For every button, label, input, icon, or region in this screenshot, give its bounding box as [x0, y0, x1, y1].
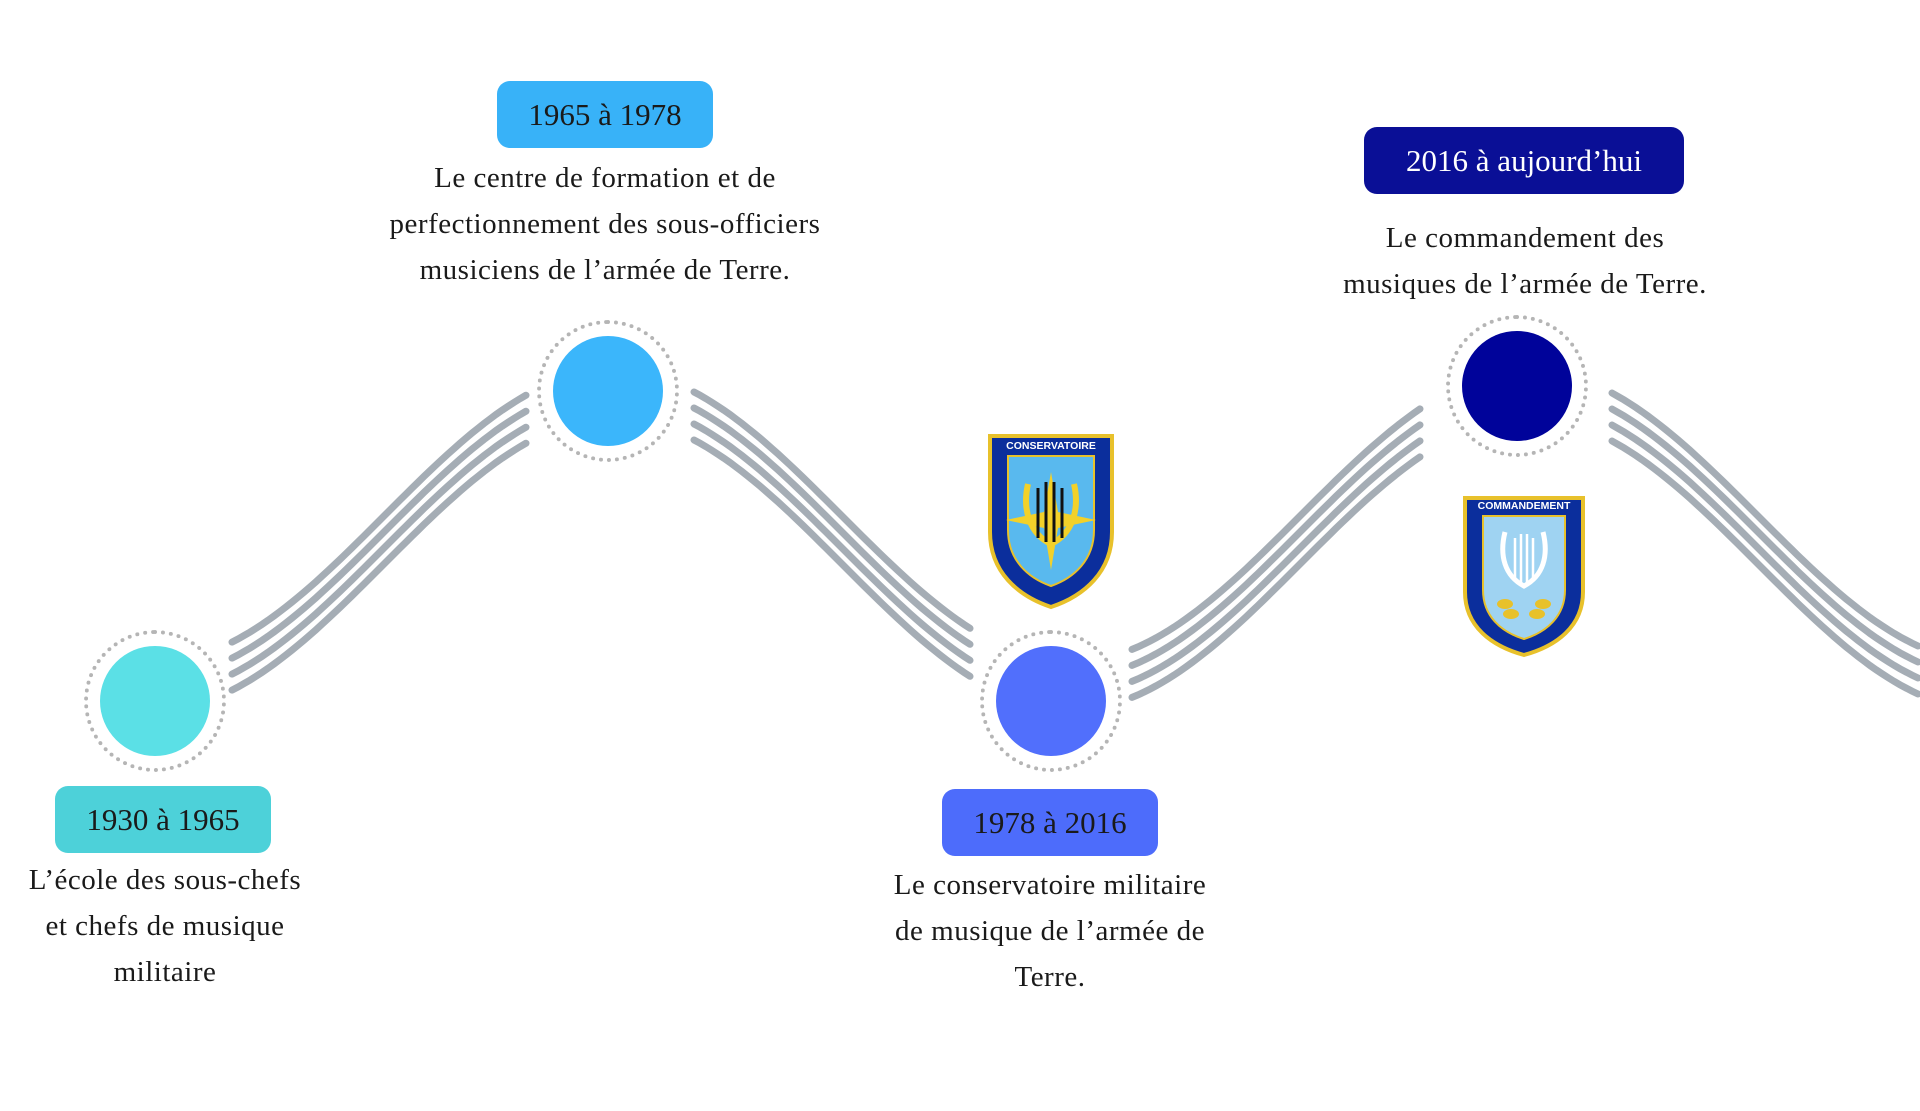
period-label: 1965 à 1978 [528, 96, 682, 132]
conservatoire-crest-logo: CONSERVATOIRE [988, 434, 1114, 610]
wave-line [690, 436, 974, 680]
wave-line [690, 420, 974, 664]
node-ring-2016 [1446, 315, 1588, 457]
period-badge-1965: 1965 à 1978 [497, 81, 713, 148]
wave-line [1608, 389, 1920, 650]
crest-top-text: CONSERVATOIRE [1006, 440, 1096, 452]
wave-line [1128, 421, 1424, 669]
period-label: 1930 à 1965 [86, 801, 240, 837]
wave-line [228, 391, 530, 646]
description-line: et chefs de musique [45, 910, 285, 942]
period-description-1965: Le centre de formation et de perfectionn… [345, 155, 865, 293]
period-badge-1978: 1978 à 2016 [942, 789, 1158, 856]
description-line: Le centre de formation et de [434, 162, 776, 194]
period-description-1978: Le conservatoire militaire de musique de… [850, 862, 1250, 1000]
period-label: 1978 à 2016 [973, 804, 1127, 840]
wave-line [1608, 421, 1920, 682]
node-ring-1978 [980, 630, 1122, 772]
node-ring-1930 [84, 630, 226, 772]
node-1965 [553, 336, 663, 446]
crest-top-text: COMMANDEMENT [1478, 500, 1571, 512]
commandement-crest-logo: COMMANDEMENT [1463, 496, 1585, 658]
period-description-1930: L’école des sous-chefs et chefs de musiq… [0, 857, 330, 995]
description-line: Le commandement des [1385, 222, 1665, 254]
period-description-2016: Le commandement des musiques de l’armée … [1300, 215, 1750, 307]
wave-line [1128, 453, 1424, 701]
description-line: militaire [113, 956, 217, 988]
description-line: de musique de l’armée de [895, 915, 1205, 947]
description-line: Terre. [1014, 961, 1086, 993]
wave-line [690, 404, 974, 648]
wave-line [690, 388, 974, 632]
wave-line [1128, 405, 1424, 653]
description-line: perfectionnement des sous-officiers [389, 208, 821, 240]
wave-line [228, 439, 530, 694]
period-badge-2016: 2016 à aujourd’hui [1364, 127, 1684, 194]
node-1978 [996, 646, 1106, 756]
wave-line [228, 407, 530, 662]
wave-line [228, 423, 530, 678]
description-line: Le conservatoire militaire [893, 869, 1207, 901]
wave-line [1128, 437, 1424, 685]
period-badge-1930: 1930 à 1965 [55, 786, 271, 853]
node-1930 [100, 646, 210, 756]
description-line: musiciens de l’armée de Terre. [419, 254, 791, 286]
wave-line [1608, 405, 1920, 666]
description-line: musiques de l’armée de Terre. [1343, 268, 1707, 300]
wave-line [1608, 437, 1920, 698]
period-label: 2016 à aujourd’hui [1406, 142, 1642, 178]
node-2016 [1462, 331, 1572, 441]
description-line: L’école des sous-chefs [28, 864, 302, 896]
node-ring-1965 [537, 320, 679, 462]
